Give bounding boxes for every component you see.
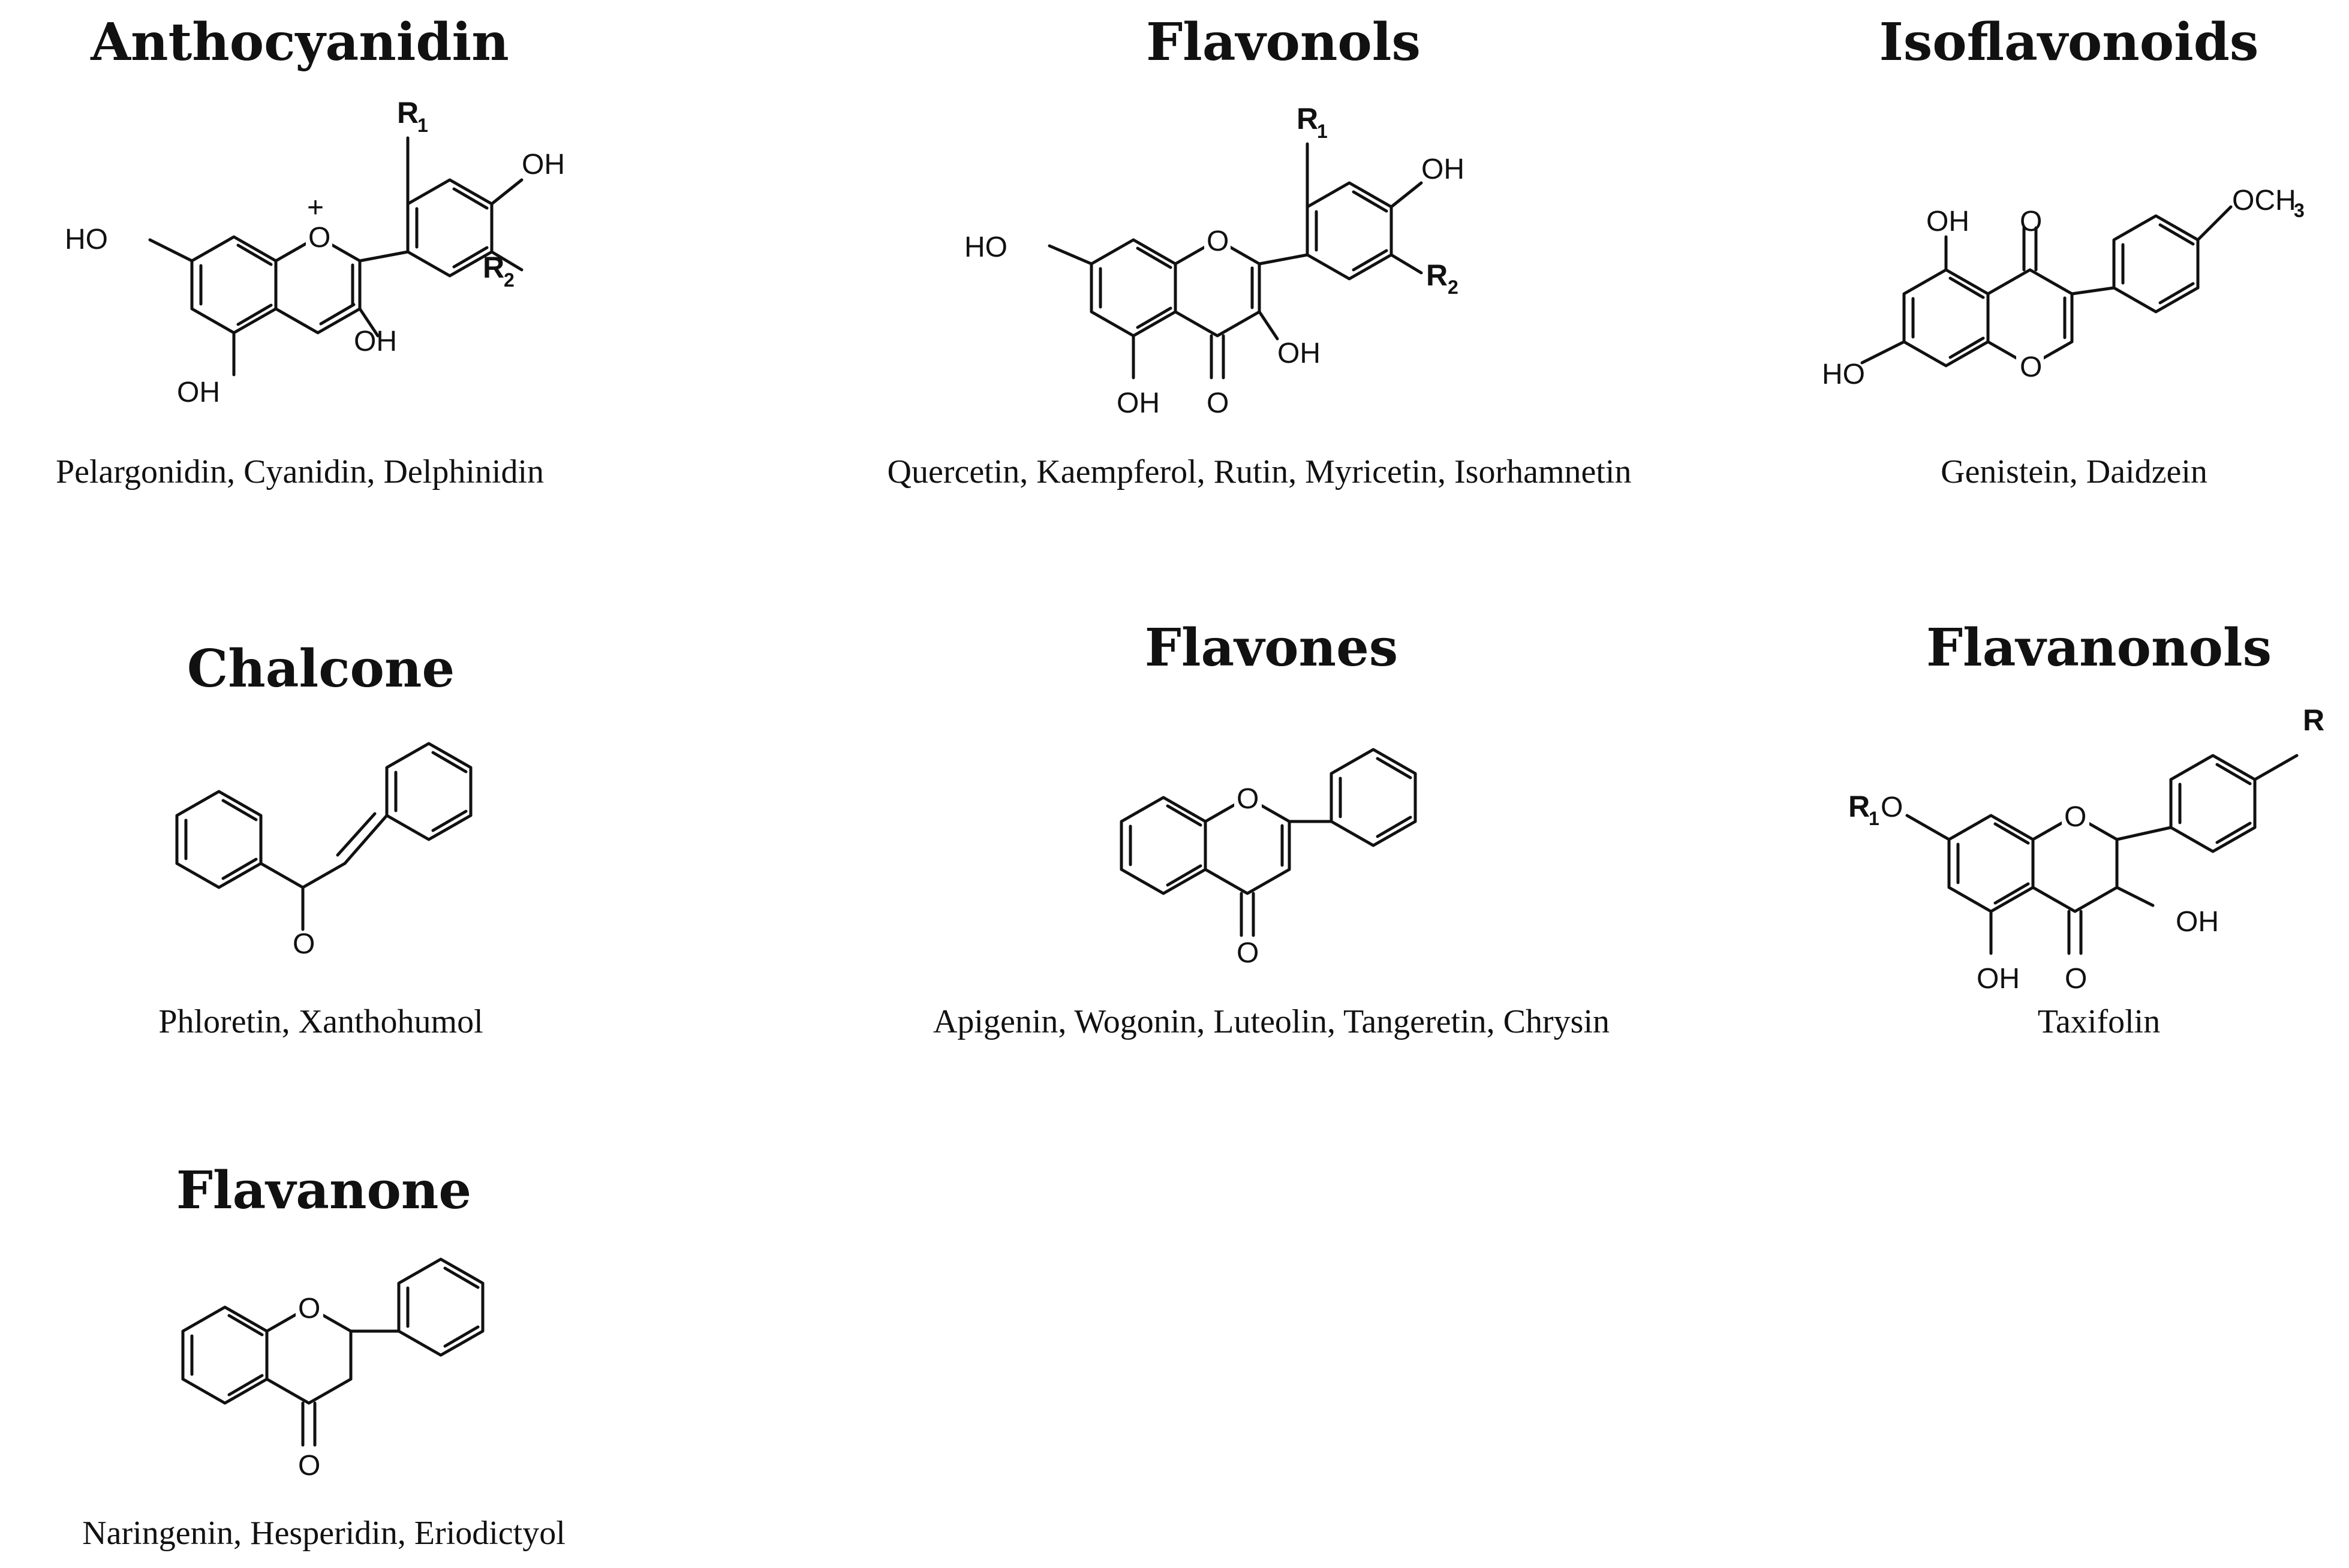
flavonols-structure: R 1 OH O HO R 2 OH OH O [964, 102, 1464, 419]
chalcone-structure: O [175, 742, 473, 960]
atom-label: OH [354, 326, 397, 357]
flavones-structure: O O [1120, 748, 1417, 969]
class-title: Flavanonols [1926, 618, 2272, 678]
atom-label: HO [65, 224, 108, 255]
atom-label: O [1207, 225, 1229, 257]
atom-label: R [2303, 703, 2324, 737]
isoflavonoids-structure: OCH 3 OH O HO O [1822, 185, 2305, 390]
atom-label: R [1848, 790, 1870, 823]
atom-label: R [1426, 258, 1448, 292]
class-examples: Pelargonidin, Cyanidin, Delphinidin [55, 453, 545, 490]
atom-label: O [1237, 937, 1259, 969]
atom-label: HO [1822, 359, 1865, 390]
class-title: Flavones [1144, 618, 1398, 678]
atom-subscript: 2 [504, 269, 515, 291]
atom-label: R [1297, 102, 1318, 136]
atom-label: OH [2176, 906, 2219, 938]
atom-label: OH [1977, 963, 2020, 995]
class-title: Flavonols [1146, 12, 1421, 73]
class-examples: Apigenin, Wogonin, Luteolin, Tangeretin,… [933, 1003, 1610, 1040]
atom-label: O [1881, 791, 1903, 823]
class-title: Chalcone [187, 639, 455, 699]
atom-label: O [2020, 351, 2042, 383]
atom-subscript: 1 [417, 115, 428, 136]
atom-label: OCH [2232, 185, 2296, 216]
atom-label: OH [1117, 387, 1160, 419]
atom-label: R [397, 96, 419, 130]
charge-label: + [307, 192, 324, 224]
class-title: Anthocyanidin [91, 12, 509, 73]
atom-label: OH [522, 149, 565, 180]
flavanone-structure: O O [181, 1257, 485, 1482]
atom-label: R [483, 251, 504, 284]
atom-label: O [2065, 963, 2087, 995]
class-title: Flavanone [176, 1160, 472, 1221]
atom-subscript: 1 [1869, 808, 1879, 829]
atom-label: O [2020, 206, 2042, 237]
class-examples: Naringenin, Hesperidin, Eriodictyol [82, 1515, 566, 1552]
atom-label: O [1237, 783, 1259, 815]
flavanonols-structure: R R 1 O O OH OH O [1848, 703, 2324, 995]
class-title: Isoflavonoids [1879, 12, 2259, 73]
class-examples: Genistein, Daidzein [1941, 453, 2207, 490]
atom-label: O [298, 1450, 320, 1482]
atom-label: O [298, 1293, 320, 1325]
atom-label: O [2064, 801, 2086, 833]
atom-label: OH [1277, 338, 1321, 369]
class-examples: Phloretin, Xanthohumol [158, 1003, 483, 1040]
atom-label: OH [1926, 206, 1969, 237]
atom-label: O [308, 222, 330, 254]
class-examples: Taxifolin [2037, 1003, 2161, 1040]
atom-subscript: 1 [1317, 121, 1328, 142]
ring-a [190, 235, 278, 335]
atom-subscript: 3 [2294, 200, 2305, 221]
atom-label: O [293, 928, 315, 960]
atom-label: OH [1421, 154, 1464, 185]
atom-label: O [1207, 387, 1229, 419]
class-examples: Quercetin, Kaempferol, Rutin, Myricetin,… [887, 453, 1632, 490]
anthocyanidin-structure: R 1 OH + O HO R 2 OH OH [65, 96, 565, 408]
atom-label: OH [177, 377, 220, 408]
atom-subscript: 2 [1448, 276, 1458, 298]
atom-label: HO [964, 231, 1007, 263]
